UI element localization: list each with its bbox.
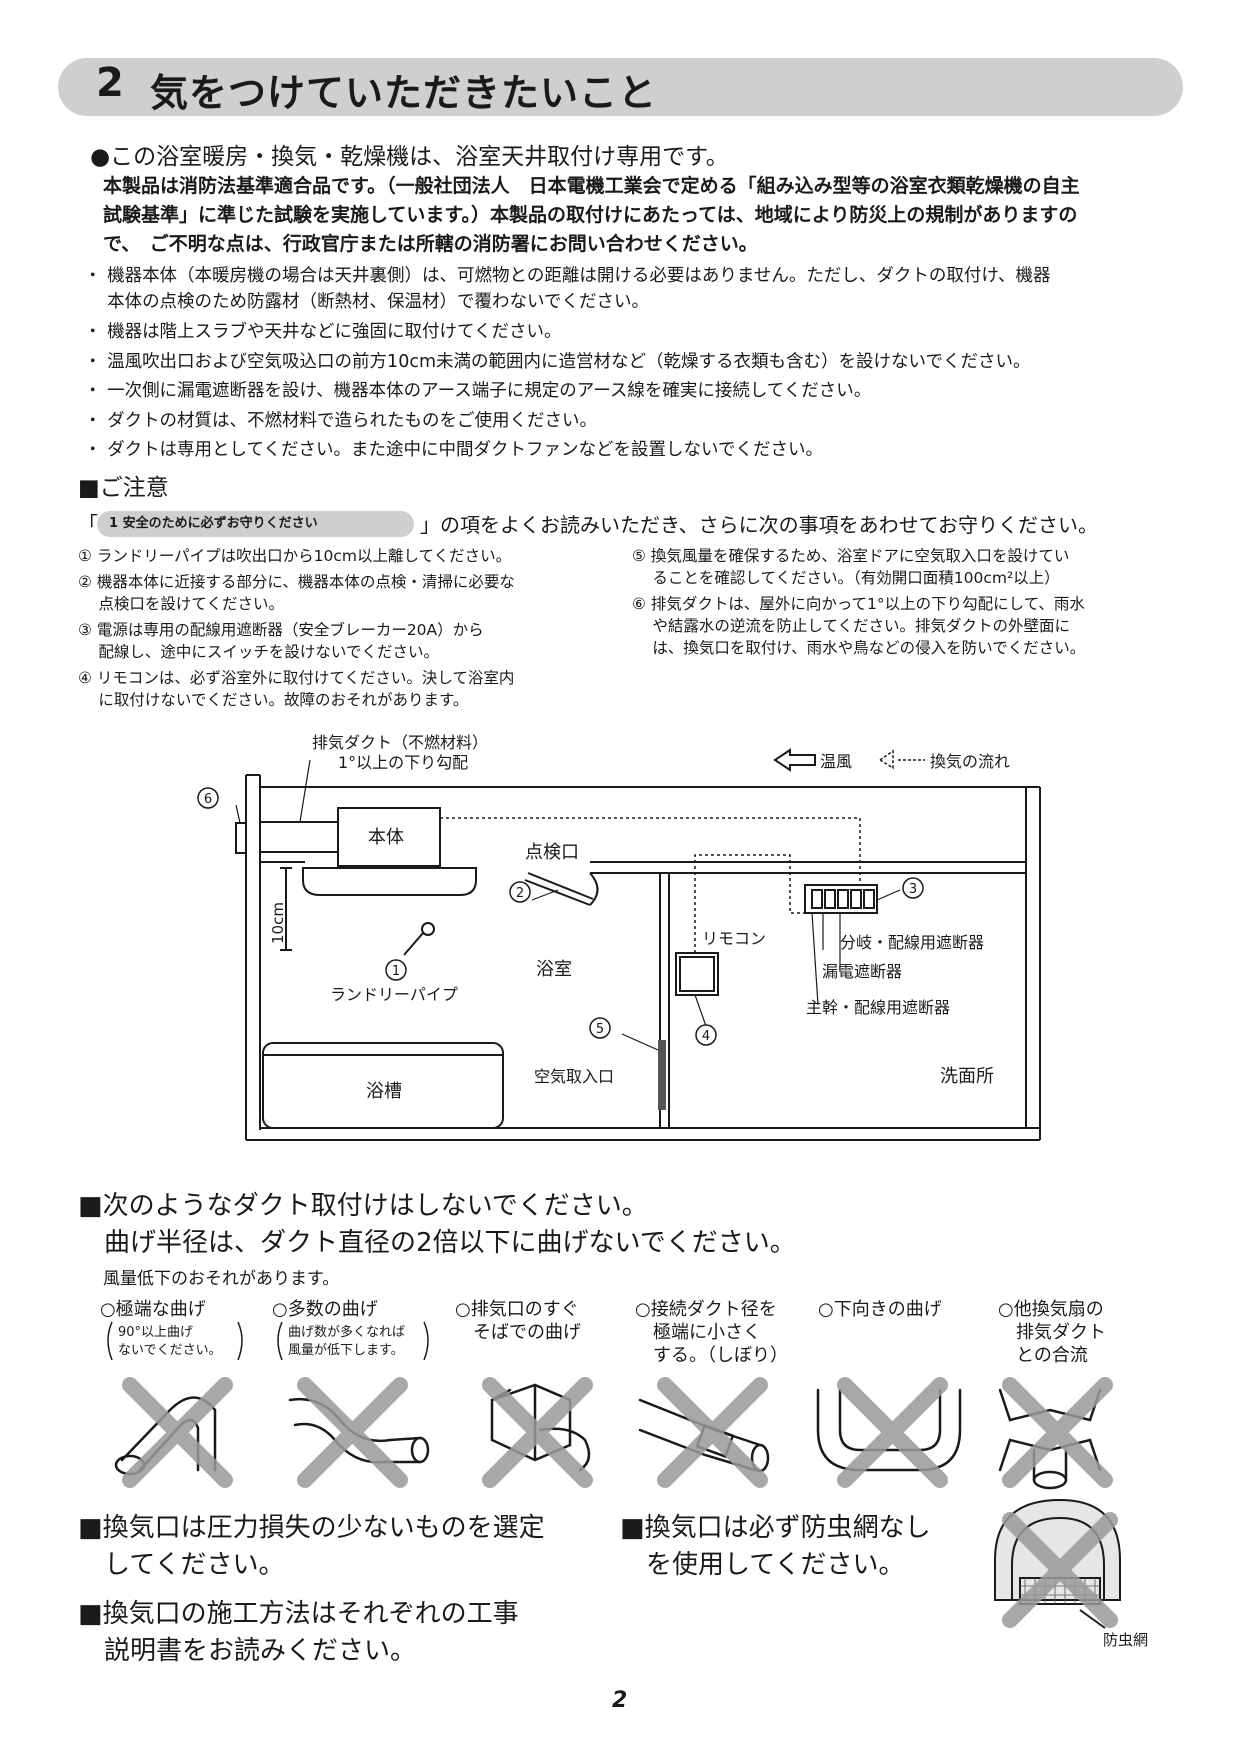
- duct-item-label: そばでの曲げ: [455, 1322, 581, 1343]
- duct-item-note: 90°以上曲げ: [118, 1325, 194, 1340]
- air-inlet-label: 空気取入口: [534, 1067, 614, 1086]
- caution-right-item: ⑤ 換気風量を確保するため、浴室ドアに空気取入口を設けてい: [632, 547, 1070, 565]
- marker-2: 2: [516, 886, 524, 901]
- duct-item-label: ○極端な曲げ: [100, 1299, 206, 1320]
- leak-breaker-label: 漏電遮断器: [822, 962, 902, 981]
- intro-line: で、 ご不明な点は、行政官庁または所轄の消防署にお問い合わせください。: [103, 233, 758, 255]
- duct-heading-2: 曲げ半径は、ダクト直径の2倍以下に曲げないでください。: [78, 1228, 796, 1258]
- legend-warm-air: 温風: [820, 752, 852, 771]
- section-number: 2: [96, 60, 124, 106]
- vent-loss-heading: してください。: [78, 1550, 285, 1580]
- section-title: 気をつけていただきたいこと: [150, 71, 658, 115]
- duct-item-label: ○多数の曲げ: [272, 1299, 378, 1320]
- washroom-label: 洗面所: [940, 1066, 994, 1087]
- safety-reference-pill: 1 安全のために必ずお守りください: [97, 511, 414, 537]
- duct-item-note: ないでください。: [118, 1343, 222, 1358]
- insect-net-heading: を使用してください。: [620, 1550, 905, 1580]
- marker-4: 4: [702, 1029, 710, 1044]
- marker-1: 1: [392, 964, 400, 979]
- laundry-pipe-label: ランドリーパイプ: [330, 985, 458, 1004]
- duct-item-label: する。（しぼり）: [635, 1345, 788, 1366]
- duct-item-note: 風量が低下します。: [288, 1343, 404, 1358]
- main-unit-label: 本体: [368, 827, 404, 848]
- caution-right-item: ⑥ 排気ダクトは、屋外に向かって1°以上の下り勾配にして、雨水: [632, 595, 1085, 613]
- bullet-item: ・ 温風吹出口および空気吸込口の前方10cm未満の範囲内に造営材など（乾燥する衣…: [84, 352, 1031, 372]
- ten-cm-label: 10cm: [269, 902, 287, 944]
- intro-line: 本製品は消防法基準適合品です。（一般社団法人 日本電機工業会で定める「組み込み型…: [103, 175, 1080, 197]
- branch-breaker-label: 分岐・配線用遮断器: [840, 933, 984, 952]
- vent-loss-heading: ■換気口は圧力損失の少ないものを選定: [78, 1513, 545, 1543]
- duct-heading-1: ■次のようなダクト取付けはしないでください。: [78, 1191, 648, 1221]
- bathroom-label: 浴室: [536, 959, 572, 980]
- duct-item-label: ○下向きの曲げ: [818, 1299, 942, 1320]
- insect-net-label: 防虫網: [1103, 1631, 1148, 1649]
- caution-left-item: ③ 電源は専用の配線用遮断器（安全ブレーカー20A）から: [78, 621, 484, 639]
- bullet-item: ・ 機器本体（本暖房機の場合は天井裏側）は、可燃物との距離は開ける必要はありませ…: [84, 266, 1051, 286]
- caution-left-item: ② 機器本体に近接する部分に、機器本体の点検・清掃に必要な: [78, 573, 515, 591]
- ref-close: 」の項をよくお読みいただき、さらに次の事項をあわせてお守りください。: [420, 513, 1098, 537]
- marker-5: 5: [596, 1022, 604, 1037]
- duct-item-label: ○接続ダクト径を: [635, 1299, 777, 1320]
- caution-left-item: 点検口を設けてください。: [78, 595, 284, 613]
- insect-net-heading: ■換気口は必ず防虫網なし: [620, 1513, 931, 1543]
- ref-open: 「: [78, 512, 98, 536]
- duct-item-label: との合流: [998, 1345, 1088, 1366]
- bullet-item: ・ 機器は階上スラブや天井などに強固に取付けてください。: [84, 322, 562, 342]
- caution-right-item: や結露水の逆流を防止してください。排気ダクトの外壁面に: [632, 617, 1070, 635]
- intro-heading: ●この浴室暖房・換気・乾燥機は、浴室天井取付け専用です。: [90, 144, 729, 170]
- remote-label: リモコン: [702, 929, 766, 948]
- caution-left-item: に取付けないでください。故障のおそれがあります。: [78, 691, 469, 709]
- vent-method-heading: 説明書をお読みください。: [78, 1636, 417, 1666]
- caution-left-item: ① ランドリーパイプは吹出口から10cm以上離してください。: [78, 547, 512, 565]
- caution-left-item: 配線し、途中にスイッチを設けないでください。: [78, 643, 439, 661]
- duct-item-label: 極端に小さく: [635, 1322, 761, 1343]
- bullet-item: ・ ダクトの材質は、不燃材料で造られたものをご使用ください。: [84, 411, 598, 431]
- bullet-item: ・ ダクトは専用としてください。また途中に中間ダクトファンなどを設置しないでくだ…: [84, 440, 823, 460]
- vent-method-heading: ■換気口の施工方法はそれぞれの工事: [78, 1599, 519, 1629]
- marker-3: 3: [909, 882, 917, 897]
- caution-right-item: は、換気口を取付け、雨水や鳥などの侵入を防いでください。: [632, 639, 1086, 657]
- duct-item-note: 曲げ数が多くなれば: [288, 1325, 406, 1340]
- caution-right-item: ることを確認してください。（有効開口面積100cm²以上）: [632, 569, 1060, 587]
- slope-label: 1°以上の下り勾配: [338, 753, 468, 772]
- bullet-item: 本体の点検のため防露材（断熱材、保温材）で覆わないでください。: [84, 292, 650, 312]
- intro-line: 試験基準」に準じた試験を実施しています。）本製品の取付けにあたっては、地域により…: [103, 204, 1078, 226]
- duct-item-label: ○他換気扇の: [998, 1299, 1104, 1320]
- caution-heading: ■ご注意: [78, 475, 169, 501]
- duct-item-label: ○排気口のすぐ: [455, 1299, 579, 1320]
- page-number: 2: [612, 1688, 628, 1713]
- main-breaker-label: 主幹・配線用遮断器: [806, 998, 950, 1017]
- caution-left-item: ④ リモコンは、必ず浴室外に取付けてください。決して浴室内: [78, 669, 515, 687]
- duct-note: 風量低下のおそれがあります。: [103, 1269, 340, 1289]
- marker-6: 6: [204, 792, 212, 807]
- legend-vent-flow: 換気の流れ: [930, 752, 1010, 771]
- duct-item-label: 排気ダクト: [998, 1322, 1106, 1343]
- inspection-port-label: 点検口: [525, 842, 579, 863]
- bullet-item: ・ 一次側に漏電遮断器を設け、機器本体のアース端子に規定のアース線を確実に接続し…: [84, 381, 872, 401]
- bathtub-label: 浴槽: [366, 1081, 402, 1102]
- duct-label: 排気ダクト（不燃材料）: [312, 733, 488, 752]
- section-banner: [58, 58, 1183, 116]
